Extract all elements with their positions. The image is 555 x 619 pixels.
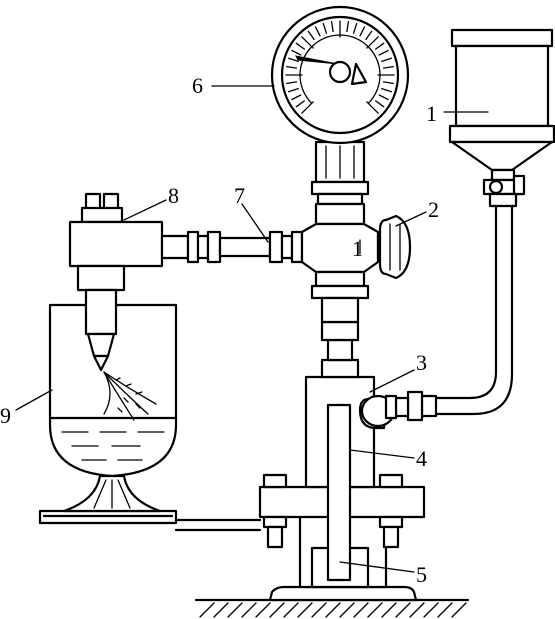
label-8: 8: [168, 183, 179, 208]
injector: [68, 192, 164, 421]
gauge-tick: [287, 87, 299, 93]
label-6: 6: [192, 73, 203, 98]
gauge-arc: [299, 34, 381, 104]
gauge-tick: [378, 49, 389, 56]
gauge-tick: [374, 42, 385, 50]
gauge-tick: [366, 101, 379, 114]
gauge-tick: [346, 21, 350, 33]
gauge-tick: [359, 26, 366, 37]
gauge-tick: [314, 26, 321, 37]
pump-assembly: [258, 320, 426, 602]
label-3: 3: [416, 350, 427, 375]
gauge-tick: [382, 81, 394, 85]
gauge-tick: [295, 42, 306, 50]
gauge-tick: [307, 30, 315, 41]
label-4: 4: [416, 446, 427, 471]
label-9: 9: [0, 403, 11, 428]
gauge-tick: [381, 87, 393, 93]
callouts: 6 1 2 7 8 1 3 4 5 9: [0, 73, 439, 587]
pressure-gauge: [270, 5, 410, 206]
ground: [194, 598, 470, 618]
stand: [38, 509, 262, 532]
spray-container: [48, 303, 178, 513]
gauge-tick: [365, 30, 373, 41]
leader-lines: [15, 85, 489, 573]
label-2: 2: [428, 197, 439, 222]
gauge-tick: [286, 65, 298, 69]
gauge-tick: [287, 57, 299, 63]
gauge-tick: [366, 36, 379, 49]
label-5: 5: [416, 562, 427, 587]
gauge-tick: [291, 49, 302, 56]
gauge-tick: [322, 22, 328, 34]
gauge-tick: [378, 94, 389, 101]
gauge-tick: [295, 100, 306, 108]
tee-valve: [300, 202, 412, 324]
gauge-tick: [301, 36, 314, 49]
gauge-tick: [381, 57, 393, 63]
gauge-tick: [374, 100, 385, 108]
high-pressure-pipe: [160, 230, 304, 264]
gauge-tick: [291, 94, 302, 101]
gauge-tick: [286, 81, 298, 85]
fuel-tank: [384, 28, 555, 422]
label-7: 7: [234, 183, 245, 208]
gauge-tick: [301, 101, 314, 114]
label-1: 1: [426, 101, 437, 126]
label-1-valve: 1: [352, 236, 363, 261]
gauge-tick: [330, 21, 334, 33]
gauge-tick: [352, 22, 358, 34]
gauge-tick: [382, 65, 394, 69]
